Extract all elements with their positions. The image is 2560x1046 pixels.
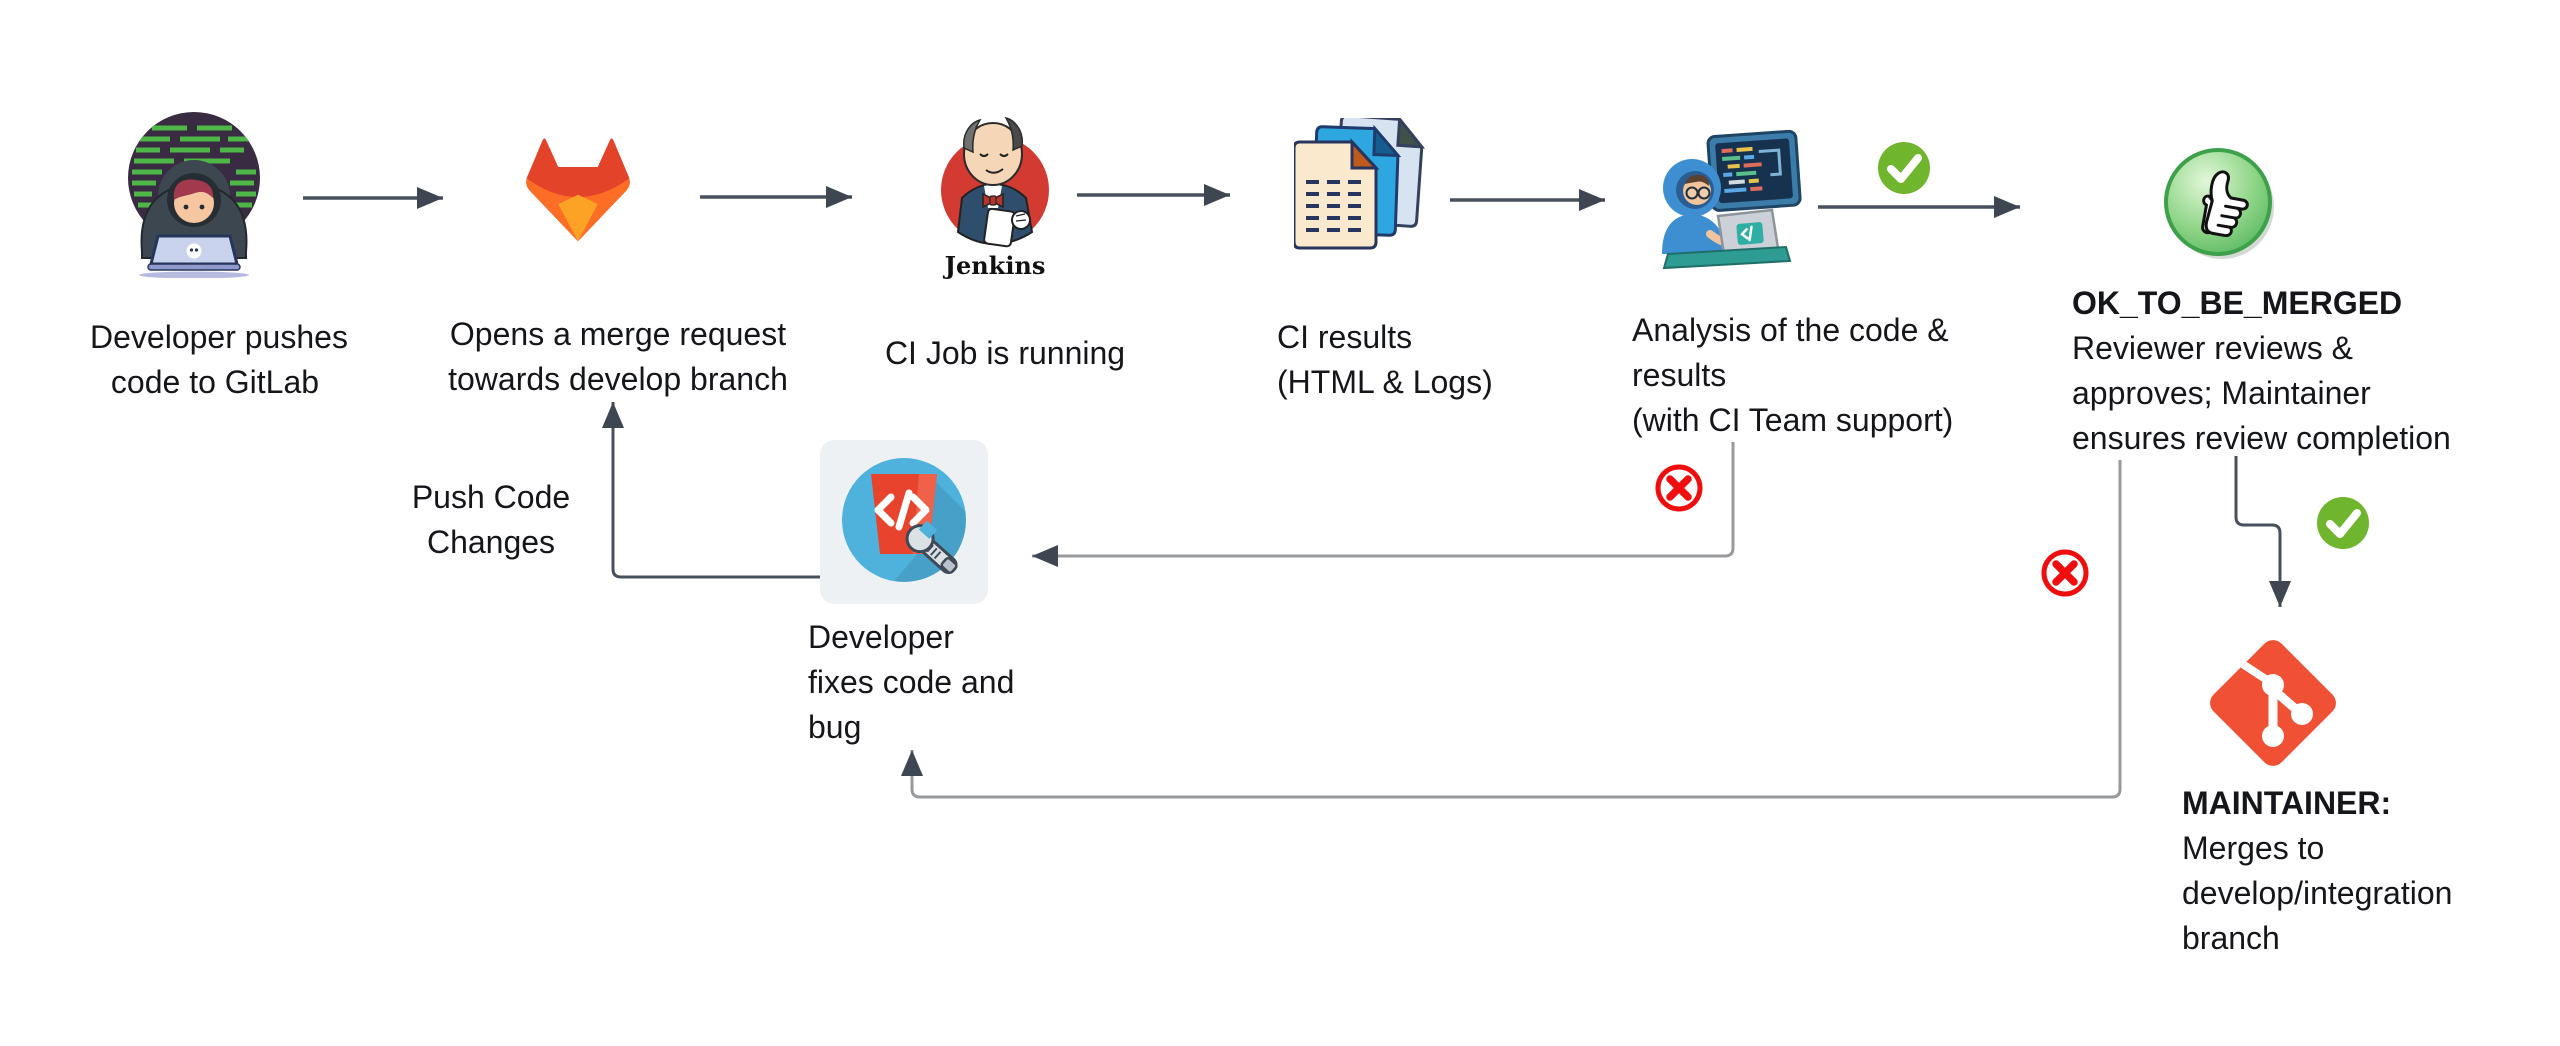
- caption-developer-push: Developer pushes code to GitLab: [90, 319, 348, 400]
- caption-maintainer: MAINTAINER: Merges to develop/integratio…: [2182, 781, 2452, 961]
- caption-ok-to-be-merged: OK_TO_BE_MERGED Reviewer reviews & appro…: [2072, 281, 2451, 461]
- path-fix-push-to-gitlab: [602, 402, 820, 579]
- jenkins-logo-icon: Jenkins: [928, 102, 1062, 282]
- ok-to-be-merged-title: OK_TO_BE_MERGED: [2072, 285, 2403, 321]
- thumbs-up-icon: [2162, 146, 2276, 260]
- git-logo-icon: [2203, 633, 2343, 773]
- hacker-avatar-icon: [112, 106, 276, 278]
- caption-analysis: Analysis of the code & results (with CI …: [1632, 312, 1954, 438]
- caption-ci-results: CI results (HTML & Logs): [1277, 319, 1493, 400]
- path-analysis-fail-to-fix: [1032, 442, 1735, 567]
- path-ok-approve-to-git: [2234, 456, 2291, 607]
- check-icon: [2316, 496, 2370, 550]
- jenkins-logo-text: Jenkins: [943, 251, 1046, 280]
- path-review-reject-to-fix: [901, 460, 2122, 799]
- cross-icon: [1653, 462, 1705, 514]
- caption-developer-fixes: Developer fixes code and bug: [808, 619, 1015, 745]
- caption-push-code-changes: Push Code Changes: [411, 479, 571, 560]
- gitlab-logo-icon: [520, 132, 636, 246]
- code-fix-icon: [820, 440, 988, 604]
- caption-gitlab-merge-request: Opens a merge request towards develop br…: [448, 316, 788, 397]
- cross-icon: [2039, 547, 2091, 599]
- documents-icon: [1294, 118, 1426, 270]
- analyst-icon: [1652, 130, 1802, 276]
- maintainer-title: MAINTAINER:: [2182, 785, 2392, 821]
- caption-ci-job-running: CI Job is running: [884, 335, 1126, 371]
- check-icon: [1877, 141, 1931, 195]
